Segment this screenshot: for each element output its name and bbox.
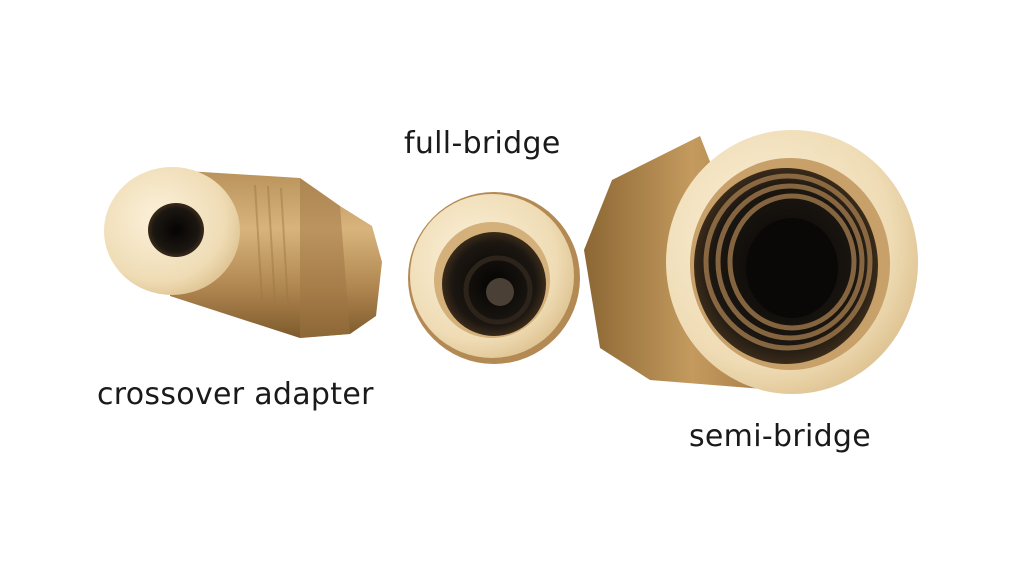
full-bridge-inner-hole	[486, 278, 514, 306]
semi-bridge-threads	[703, 173, 873, 351]
semi-bridge-adapter	[584, 130, 918, 394]
crossover-adapter	[104, 167, 382, 338]
label-full-bridge: full-bridge	[404, 126, 561, 161]
full-bridge-inner-thread	[463, 255, 533, 325]
full-bridge-adapter	[408, 192, 580, 364]
crossover-adapter-step	[300, 178, 350, 338]
crossover-adapter-bore	[148, 203, 204, 257]
label-crossover-adapter: crossover adapter	[97, 377, 374, 412]
crossover-adapter-threads	[254, 184, 289, 307]
semi-bridge-deep-bore	[746, 218, 838, 318]
label-semi-bridge: semi-bridge	[689, 419, 872, 454]
